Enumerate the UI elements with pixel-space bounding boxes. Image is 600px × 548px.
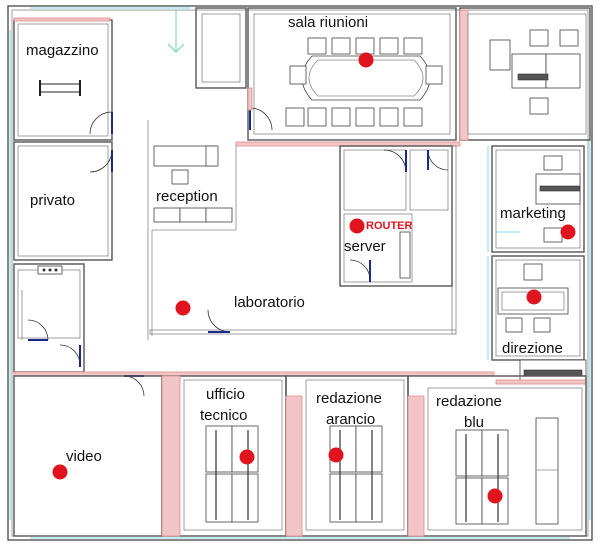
marker-dot <box>52 464 68 480</box>
room-reception: reception <box>153 145 233 223</box>
desk-block <box>329 425 383 523</box>
marker-dot <box>358 52 374 68</box>
label-redazione: redazione <box>316 390 382 407</box>
label-ufficio: ufficio <box>206 386 245 403</box>
door-icon[interactable] <box>383 149 407 173</box>
label-direzione: direzione <box>502 340 563 357</box>
router-dot <box>349 218 365 234</box>
room-top-right-office <box>459 7 591 141</box>
door-icon[interactable] <box>89 149 113 173</box>
label-laboratorio: laboratorio <box>234 294 305 311</box>
door-icon[interactable] <box>27 319 49 341</box>
chairs <box>285 37 443 127</box>
room-server: ROUTER server <box>339 145 453 287</box>
marker-dot <box>487 488 503 504</box>
label-marketing: marketing <box>500 205 566 222</box>
label-arancio: arancio <box>326 411 375 428</box>
door-icon[interactable] <box>89 111 113 135</box>
room-marketing: marketing <box>487 145 585 253</box>
marker-dot <box>526 289 542 305</box>
room-ufficio-tecnico: ufficio tecnico <box>161 375 287 537</box>
door-icon[interactable] <box>207 309 231 333</box>
label-video: video <box>66 448 102 465</box>
stair-shaft <box>167 7 247 89</box>
label-sala-riunioni: sala riunioni <box>288 14 368 31</box>
marker-dot <box>560 224 576 240</box>
arrow-down-icon <box>167 10 185 53</box>
door-icon[interactable] <box>349 259 371 282</box>
corridor-wall <box>13 359 587 397</box>
door-icon[interactable] <box>427 149 449 171</box>
desk-block <box>455 429 509 525</box>
label-tecnico: tecnico <box>200 407 248 424</box>
label-reception: reception <box>156 188 218 205</box>
room-privato <box>13 141 113 261</box>
door-icon[interactable] <box>249 107 273 131</box>
label-redazione-blu: redazione <box>436 393 502 410</box>
room-video: video <box>13 375 163 537</box>
room-services <box>13 263 85 373</box>
marker-dot <box>175 300 191 316</box>
marker-dot <box>239 449 255 465</box>
room-magazzino <box>13 17 113 141</box>
label-privato: privato <box>30 192 75 209</box>
label-router: ROUTER <box>366 220 413 232</box>
room-redazione-blu: redazione blu <box>407 375 587 537</box>
door-icon[interactable] <box>59 344 81 367</box>
label-server: server <box>344 238 386 255</box>
label-magazzino: magazzino <box>26 42 99 59</box>
desk-block <box>205 425 259 523</box>
door-icon[interactable] <box>123 375 145 397</box>
shelf-icon <box>39 80 81 96</box>
marker-dot <box>328 447 344 463</box>
label-blu: blu <box>464 414 484 431</box>
room-sala-riunioni: sala riunioni <box>247 7 457 141</box>
room-redazione-arancio: redazione arancio <box>285 375 409 537</box>
shelf-unit <box>535 417 559 525</box>
room-direzione: direzione <box>487 255 585 361</box>
